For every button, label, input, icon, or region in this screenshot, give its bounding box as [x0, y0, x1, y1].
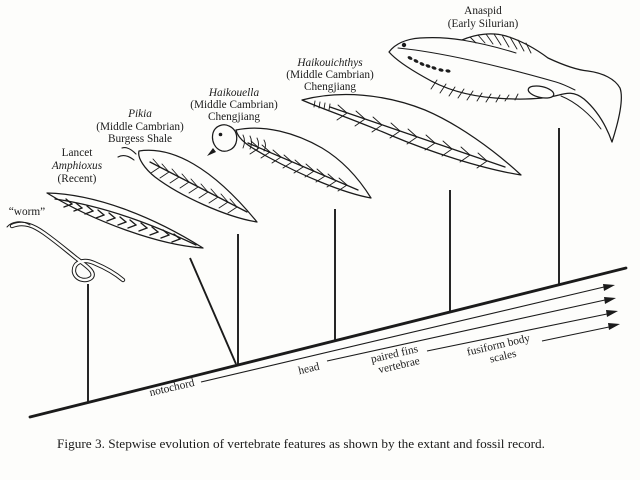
feature-line-notochord — [200, 286, 605, 383]
haikouella-head — [211, 124, 238, 152]
label-anaspid-line1: Anaspid — [464, 5, 502, 17]
haikouella-drawing — [207, 124, 372, 199]
feature-line-fusiform — [541, 326, 610, 342]
anaspid-lateral-line — [397, 47, 576, 91]
feature-label-fusiform: fusiform body scales — [466, 332, 532, 366]
timeline-baseline — [28, 266, 628, 419]
label-haikouichthys-line3: Chengjiang — [304, 81, 356, 93]
feature-label-paired-fins: paired fins vertebrae — [370, 343, 421, 376]
label-pikia-line1: Pikia — [127, 108, 152, 120]
haikouella-mouth — [207, 148, 216, 156]
haikouella-gills — [242, 134, 266, 152]
label-haikouella: Haikouella (Middle Cambrian) Chengjiang — [190, 87, 278, 123]
connectors — [87, 128, 560, 402]
haikouichthys-drawing — [301, 93, 522, 176]
anaspid-eye — [401, 42, 407, 48]
connector-amphioxus — [189, 257, 237, 365]
anaspid-gill-spots — [407, 56, 451, 73]
haikouella-eye — [218, 132, 223, 137]
label-haikouella-line3: Chengjiang — [208, 111, 260, 123]
feature-label-fusiform-line2: scales — [489, 348, 518, 366]
pikia-tentacles — [117, 147, 137, 161]
feature-label-head: head — [297, 361, 321, 378]
label-anaspid: Anaspid (Early Silurian) — [448, 5, 519, 30]
feature-line-paired-fins — [426, 313, 608, 352]
amphioxus-drawing — [46, 192, 204, 249]
arrowhead-paired-fins-icon — [606, 310, 618, 317]
arrowhead-notochord-icon — [603, 284, 615, 291]
label-haikouella-line1: Haikouella — [208, 87, 260, 99]
anaspid-tail-inner-line — [560, 95, 602, 130]
anaspid-paired-fin — [527, 85, 555, 99]
label-pikia-line3: Burgess Shale — [108, 133, 172, 145]
haikouichthys-gills — [313, 100, 331, 111]
label-amphioxus-line2: Amphioxus — [51, 160, 103, 172]
anaspid-dorsal-fin-base — [461, 39, 517, 54]
figure-caption: Figure 3. Stepwise evolution of vertebra… — [57, 436, 545, 451]
label-haikouella-line2: (Middle Cambrian) — [190, 99, 278, 111]
label-haikouichthys: Haikouichthys (Middle Cambrian) Chengjia… — [286, 57, 374, 93]
arrowhead-fusiform-icon — [608, 323, 620, 330]
label-amphioxus: Lancet Amphioxus (Recent) — [51, 147, 103, 185]
arrowhead-head-icon — [604, 297, 616, 304]
feature-line-head — [326, 299, 606, 362]
anaspid-drawing — [388, 33, 623, 143]
feature-arrows — [200, 284, 620, 383]
anaspid-dorsal-fin-hatching — [469, 33, 532, 54]
worm-drawing — [6, 221, 126, 283]
label-pikia-line2: (Middle Cambrian) — [96, 121, 184, 133]
worm-head — [6, 221, 31, 228]
label-worm: “worm” — [9, 206, 45, 218]
label-haikouichthys-line2: (Middle Cambrian) — [286, 69, 374, 81]
label-haikouichthys-line1: Haikouichthys — [296, 57, 363, 69]
label-amphioxus-line1: Lancet — [62, 147, 94, 159]
pikia-drawing — [117, 147, 258, 223]
label-anaspid-line2: (Early Silurian) — [448, 18, 519, 30]
label-amphioxus-line3: (Recent) — [58, 173, 97, 185]
label-pikia: Pikia (Middle Cambrian) Burgess Shale — [96, 108, 184, 145]
anaspid-ventral-hatching — [430, 79, 519, 103]
